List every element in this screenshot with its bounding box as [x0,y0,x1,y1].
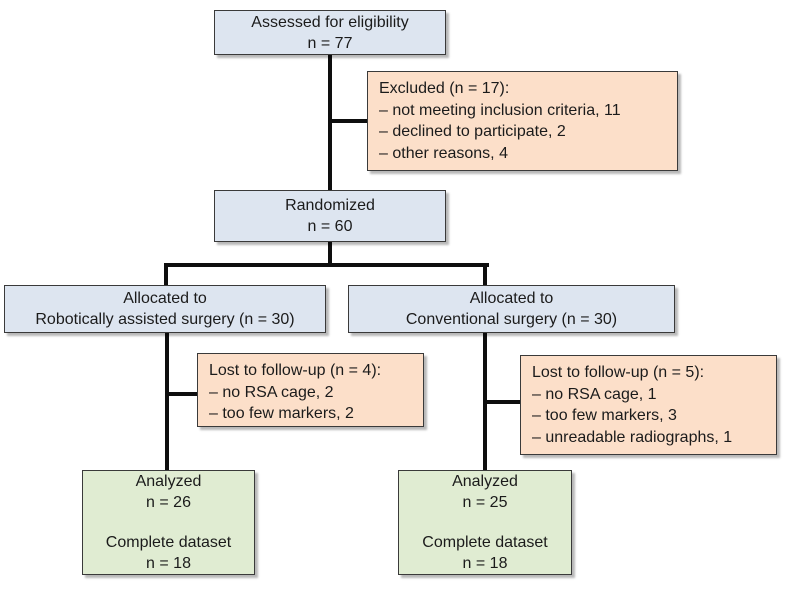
analyzed-left-box: Analyzed n = 26 Complete dataset n = 18 [82,470,255,575]
randomized-box: Randomized n = 60 [214,190,446,242]
analyzed-right-label: Analyzed [452,473,518,490]
complete-dataset-left-label: Complete dataset [105,534,232,551]
lost-left-title: Lost to follow-up (n = 4): [209,362,382,379]
assessed-count: n = 77 [307,34,353,52]
connector-to-excluded-box [330,119,368,123]
connector-randomized-to-branch [328,241,332,267]
connector-branch-horizontal [164,263,489,267]
assessed-label: Assessed for eligibility [251,13,409,31]
connector-branch-left-leg [164,265,168,286]
randomized-label: Randomized [285,197,375,214]
alloc-right-label: Allocated to [469,290,554,307]
excluded-item: – not meeting inclusion criteria, 11 [379,101,621,119]
randomized-count: n = 60 [307,218,353,235]
lost-left-item: – too few markers, 2 [209,405,354,422]
excluded-box: Excluded (n = 17): – not meeting inclusi… [367,71,678,171]
analyzed-left-label: Analyzed [135,473,202,490]
connector-to-lost-left-box [167,392,198,396]
lost-left-item: – no RSA cage, 2 [209,383,334,401]
analyzed-right-box: Analyzed n = 25 Complete dataset n = 18 [398,470,572,575]
lost-right-item: – unreadable radiographs, 1 [532,428,733,446]
lost-right-item: – no RSA cage, 1 [532,385,657,403]
allocated-conventional-box: Allocated to Conventional surgery (n = 3… [348,285,675,333]
connector-to-lost-right-box [485,400,521,404]
analyzed-right-count: n = 25 [462,494,508,511]
lost-to-follow-up-left-box: Lost to follow-up (n = 4): – no RSA cage… [197,353,424,427]
complete-dataset-right-label: Complete dataset [422,534,548,551]
lost-to-follow-up-right-box: Lost to follow-up (n = 5): – no RSA cage… [520,355,777,455]
complete-dataset-left-count: n = 18 [146,555,191,572]
connector-branch-right-leg [483,265,487,286]
alloc-left-label: Allocated to [123,290,207,307]
lost-right-item: – too few markers, 3 [532,407,677,424]
assessed-for-eligibility-box: Assessed for eligibility n = 77 [214,10,446,55]
alloc-right-arm: Conventional surgery (n = 30) [405,311,618,328]
complete-dataset-right-count: n = 18 [462,555,508,572]
alloc-left-arm: Robotically assisted surgery (n = 30) [35,311,295,328]
lost-right-title: Lost to follow-up (n = 5): [532,364,705,381]
excluded-item: – other reasons, 4 [379,144,508,162]
allocated-robotic-box: Allocated to Robotically assisted surger… [4,285,326,333]
connector-alloc-left-to-analyzed [165,332,169,471]
analyzed-left-count: n = 26 [146,494,191,511]
excluded-item: – declined to participate, 2 [379,123,566,140]
excluded-title: Excluded (n = 17): [379,80,510,97]
